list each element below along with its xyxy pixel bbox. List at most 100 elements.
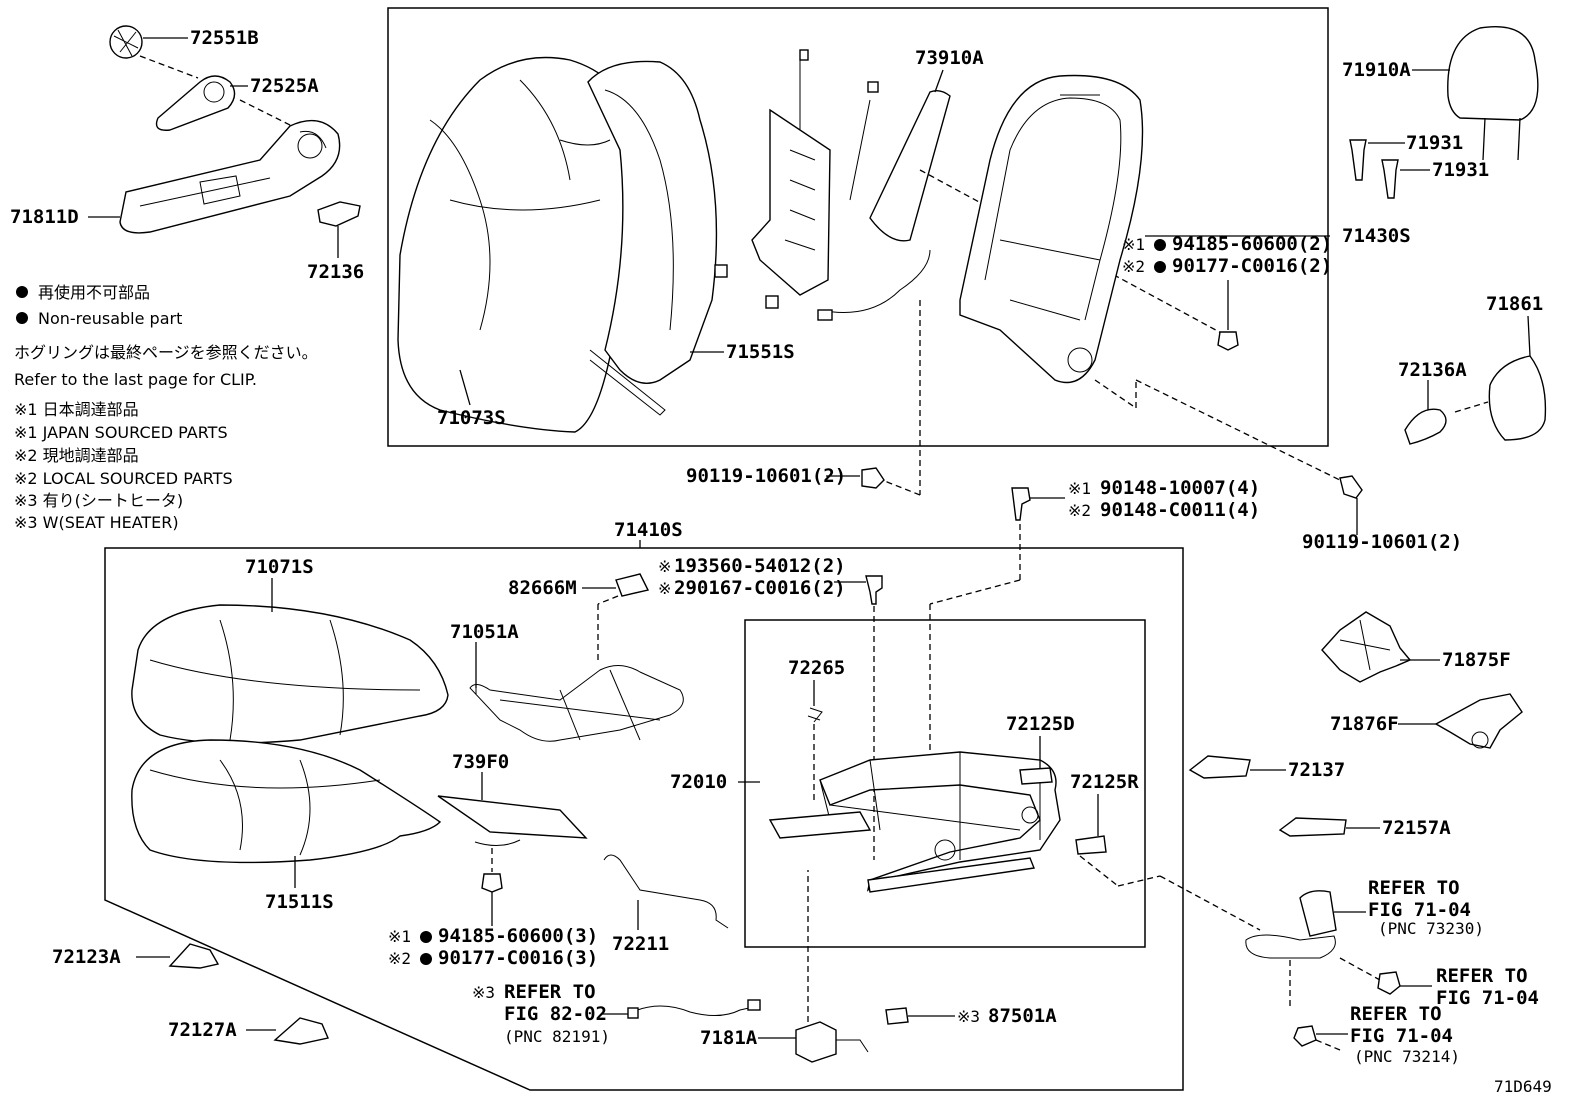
label-71811D: 71811D xyxy=(10,206,79,228)
cushion-cover-71071S xyxy=(131,604,449,744)
refer3-line2: FIG 71-04 xyxy=(1436,987,1539,1009)
mark-x-b: ※ xyxy=(658,579,671,598)
bracket-72136 xyxy=(317,201,361,227)
connector-82666M xyxy=(615,573,650,597)
refer3-line1: REFER TO xyxy=(1436,965,1528,987)
label-72157A: 72157A xyxy=(1382,817,1451,839)
label-71931-b: 71931 xyxy=(1432,159,1489,181)
wire-82191 xyxy=(627,999,761,1019)
mark-1-cushion: ※1 xyxy=(388,927,411,946)
shield-71811D xyxy=(119,119,341,234)
cover-72125D xyxy=(1019,767,1053,785)
fastener-90148-10007: 90148-10007(4) xyxy=(1100,477,1260,499)
cover-72127A xyxy=(273,1017,329,1045)
label-739F0: 739F0 xyxy=(452,751,509,773)
refer2-line2: FIG 71-04 xyxy=(1368,899,1471,921)
switch-7181A xyxy=(795,1021,869,1063)
legend-n3-ja: ※3 有り(シートヒータ) xyxy=(14,491,183,510)
seatback-cover-71073S xyxy=(397,56,634,433)
fastener-94185-60600-3: 94185-60600(3) xyxy=(438,925,598,947)
bolt-left xyxy=(861,467,885,489)
label-7181A: 7181A xyxy=(700,1027,758,1049)
mark-2: ※2 xyxy=(1122,257,1145,276)
legend-bullet-en: Non-reusable part xyxy=(38,309,182,328)
legend-clip-en: Refer to the last page for CLIP. xyxy=(14,370,257,389)
refer4-line1: REFER TO xyxy=(1350,1003,1442,1025)
mark-2-cushion: ※2 xyxy=(388,949,411,968)
legend-clip-ja: ホグリングは最終ページを参照ください。 xyxy=(14,343,318,362)
legend-n2-en: ※2 LOCAL SOURCED PARTS xyxy=(14,469,233,488)
label-71861: 71861 xyxy=(1486,293,1543,315)
buckle-73230 xyxy=(1245,890,1337,959)
adjuster-72010 xyxy=(768,751,1061,893)
fastener-90177-C0016-2: 90177-C0016(2) xyxy=(1172,255,1332,277)
nut-icon xyxy=(481,873,503,893)
adjuster-group-box xyxy=(744,619,1146,948)
bullet-icon xyxy=(420,953,432,965)
seatback-group-box xyxy=(387,7,1329,447)
label-87501A: 87501A xyxy=(988,1005,1057,1027)
mark-1: ※1 xyxy=(1122,235,1145,254)
spring-72265 xyxy=(807,707,823,723)
diagram-code: 71D649 xyxy=(1494,1077,1552,1096)
guide-71931a xyxy=(1349,139,1367,181)
cover-72157A xyxy=(1278,817,1347,837)
label-71071S: 71071S xyxy=(245,556,314,578)
fastener-94185-60600-2: 94185-60600(2) xyxy=(1172,233,1332,255)
mark-2-bolt: ※2 xyxy=(1068,501,1091,520)
bullet-icon xyxy=(1154,261,1166,273)
fastener-90119-right: 90119-10601(2) xyxy=(1302,531,1462,553)
bullet-icon xyxy=(1154,239,1166,251)
nut-icon xyxy=(1217,331,1239,351)
bullet-icon xyxy=(420,931,432,943)
label-71051A: 71051A xyxy=(450,621,519,643)
refer2-line3: (PNC 73230) xyxy=(1378,919,1484,938)
mark-3-87501A: ※3 xyxy=(957,1007,980,1026)
refer4-line3: (PNC 73214) xyxy=(1354,1047,1460,1066)
wire-harness-71051A xyxy=(469,650,684,742)
cover-72137 xyxy=(1188,755,1251,779)
knob-72525A xyxy=(155,75,236,131)
fastener-93560: 193560-54012(2) xyxy=(674,555,846,577)
cushion-group-box xyxy=(104,547,1184,1091)
label-72136: 72136 xyxy=(307,261,364,283)
label-72137: 72137 xyxy=(1288,759,1345,781)
refer1-line1: REFER TO xyxy=(504,981,596,1003)
legend: 再使用不可部品 Non-reusable part ホグリングは最終ページを参照… xyxy=(14,283,318,532)
label-71931-a: 71931 xyxy=(1406,132,1463,154)
label-72125R: 72125R xyxy=(1070,771,1139,793)
label-72010: 72010 xyxy=(670,771,727,793)
bolt-90148 xyxy=(1011,487,1031,521)
bracket-71875F xyxy=(1321,611,1412,683)
label-72123A: 72123A xyxy=(52,946,121,968)
refer2-line1: REFER TO xyxy=(1368,877,1460,899)
fastener-90177-C0016-3: 90177-C0016(3) xyxy=(438,947,598,969)
bullet-icon xyxy=(16,286,28,298)
cap-72551B xyxy=(109,25,143,59)
label-71875F: 71875F xyxy=(1442,649,1511,671)
legend-n2-ja: ※2 現地調達部品 xyxy=(14,446,139,465)
lumbar-support xyxy=(714,49,931,321)
sensor-87501A xyxy=(885,1007,909,1025)
cover-71861 xyxy=(1488,355,1547,441)
bullet-icon xyxy=(16,312,28,324)
rod-72211 xyxy=(603,854,729,929)
mark-1-bolt: ※1 xyxy=(1068,479,1091,498)
legend-bullet-ja: 再使用不可部品 xyxy=(38,283,150,302)
cover-72125R xyxy=(1075,835,1107,855)
label-71551S: 71551S xyxy=(726,341,795,363)
label-72525A: 72525A xyxy=(250,75,319,97)
nut-icon xyxy=(1377,971,1401,995)
label-71511S: 71511S xyxy=(265,891,334,913)
label-73910A: 73910A xyxy=(915,47,984,69)
label-71073S: 71073S xyxy=(437,407,506,429)
mark-x-a: ※ xyxy=(658,557,671,576)
refer1-line3: (PNC 82191) xyxy=(504,1027,610,1046)
fastener-90148-C0011: 90148-C0011(4) xyxy=(1100,499,1260,521)
bolt-icon xyxy=(865,575,883,605)
seatback-frame-71430S xyxy=(959,74,1144,384)
fastener-90119-left: 90119-10601(2) xyxy=(686,465,846,487)
guide-71931b xyxy=(1381,159,1399,199)
